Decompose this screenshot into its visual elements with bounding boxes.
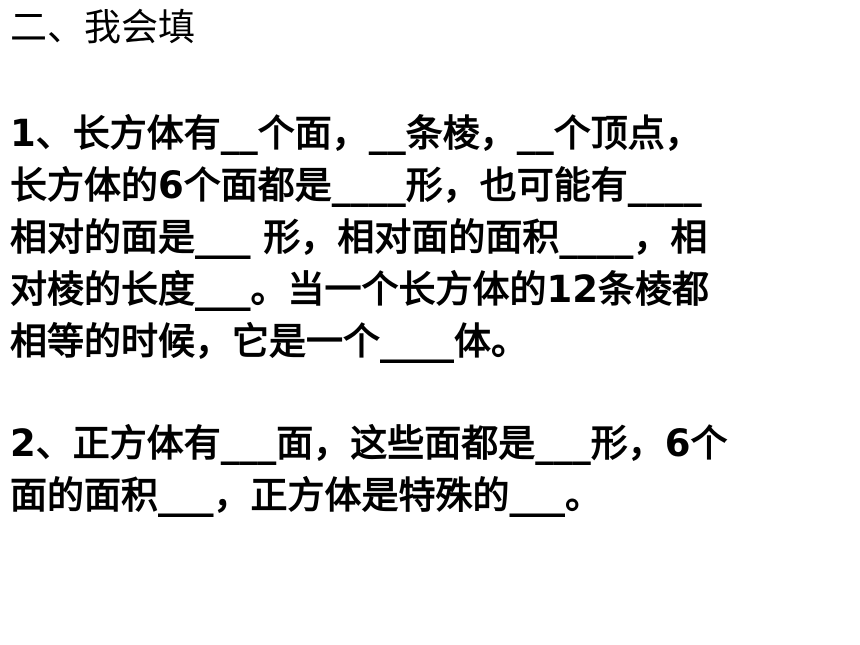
- section-heading: 二、我会填: [10, 6, 195, 49]
- question-2: 2、正方体有___面，这些面都是___形，6个 面的面积___，正方体是特殊的_…: [10, 418, 728, 522]
- question-1-line: 相等的时候，它是一个____体。: [10, 320, 528, 363]
- question-2-line: 2、正方体有___面，这些面都是___形，6个: [10, 422, 728, 465]
- question-1-line: 对棱的长度___。当一个长方体的12条棱都: [10, 268, 709, 311]
- question-1: 1、长方体有__个面，__条棱，__个顶点， 长方体的6个面都是____形，也可…: [10, 108, 709, 368]
- question-1-line: 长方体的6个面都是____形，也可能有____: [10, 164, 702, 207]
- question-2-line: 面的面积___，正方体是特殊的___。: [10, 474, 602, 517]
- question-1-line: 相对的面是___ 形，相对面的面积____，相: [10, 216, 708, 259]
- question-1-line: 1、长方体有__个面，__条棱，__个顶点，: [10, 112, 702, 155]
